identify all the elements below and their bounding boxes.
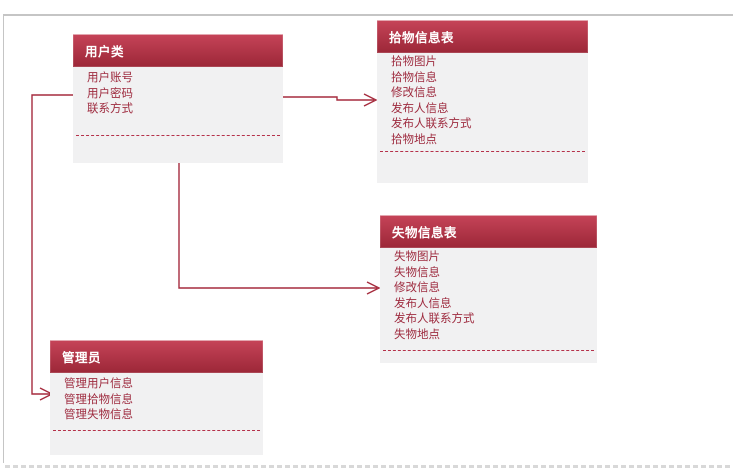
entity-field: 联系方式 [87,103,133,115]
entity-field: 修改信息 [394,282,440,294]
entity-field: 发布人联系方式 [391,118,472,130]
entity-field: 拾物地点 [391,133,437,146]
entity-title: 失物信息表 [392,226,458,240]
entity-field: 修改信息 [391,87,437,99]
page-border-top [3,14,733,16]
entity-body-admin: 管理用户信息管理拾物信息管理失物信息 [50,373,263,455]
entity-title: 拾物信息表 [389,31,455,45]
arrowhead-user-to-found [363,93,378,107]
entity-field-list: 拾物图片拾物信息修改信息发布人信息发布人联系方式拾物地点 [377,53,588,148]
entity-box-admin[interactable]: 管理员 管理用户信息管理拾物信息管理失物信息 [50,340,263,455]
entity-divider [76,134,280,136]
entity-body-found-item-table: 拾物图片拾物信息修改信息发布人信息发布人联系方式拾物地点 [377,53,588,183]
entity-divider [53,429,260,431]
entity-box-user-class[interactable]: 用户类 用户账号用户密码联系方式 [73,34,283,163]
entity-title: 管理员 [62,351,102,365]
entity-title: 用户类 [85,45,125,59]
entity-field: 拾物信息 [391,71,437,84]
entity-field: 用户账号 [87,72,133,84]
entity-field: 失物地点 [394,328,440,341]
entity-field: 拾物图片 [391,56,437,68]
entity-header-admin[interactable]: 管理员 [50,340,263,373]
entity-header-lost-item-table[interactable]: 失物信息表 [380,215,597,248]
entity-header-user-class[interactable]: 用户类 [73,34,283,67]
page-border-bottom-dashed [5,465,733,468]
page-border-left [3,14,4,463]
entity-field: 管理失物信息 [64,409,133,421]
entity-field: 管理拾物信息 [64,393,133,406]
entity-body-lost-item-table: 失物图片失物信息修改信息发布人信息发布人联系方式失物地点 [380,248,597,363]
entity-field: 发布人联系方式 [394,313,475,325]
entity-divider [380,151,585,152]
entity-box-lost-item-table[interactable]: 失物信息表 失物图片失物信息修改信息发布人信息发布人联系方式失物地点 [380,215,597,363]
entity-field: 用户密码 [87,87,133,100]
entity-box-found-item-table[interactable]: 拾物信息表 拾物图片拾物信息修改信息发布人信息发布人联系方式拾物地点 [377,20,588,183]
entity-body-user-class: 用户账号用户密码联系方式 [73,67,283,163]
entity-divider [383,350,594,351]
entity-field: 失物信息 [394,266,440,279]
entity-field: 管理用户信息 [64,378,133,390]
connector-user-to-found [283,96,374,101]
entity-field: 发布人信息 [391,102,449,115]
entity-field-list: 失物图片失物信息修改信息发布人信息发布人联系方式失物地点 [380,248,597,343]
entity-field-list: 管理用户信息管理拾物信息管理失物信息 [50,373,263,424]
entity-field-list: 用户账号用户密码联系方式 [73,67,283,118]
entity-field: 失物图片 [394,251,440,263]
arrowhead-user-to-lost [366,281,381,295]
entity-field: 发布人信息 [394,297,452,310]
entity-header-found-item-table[interactable]: 拾物信息表 [377,20,588,53]
connector-user-to-lost [178,163,377,289]
